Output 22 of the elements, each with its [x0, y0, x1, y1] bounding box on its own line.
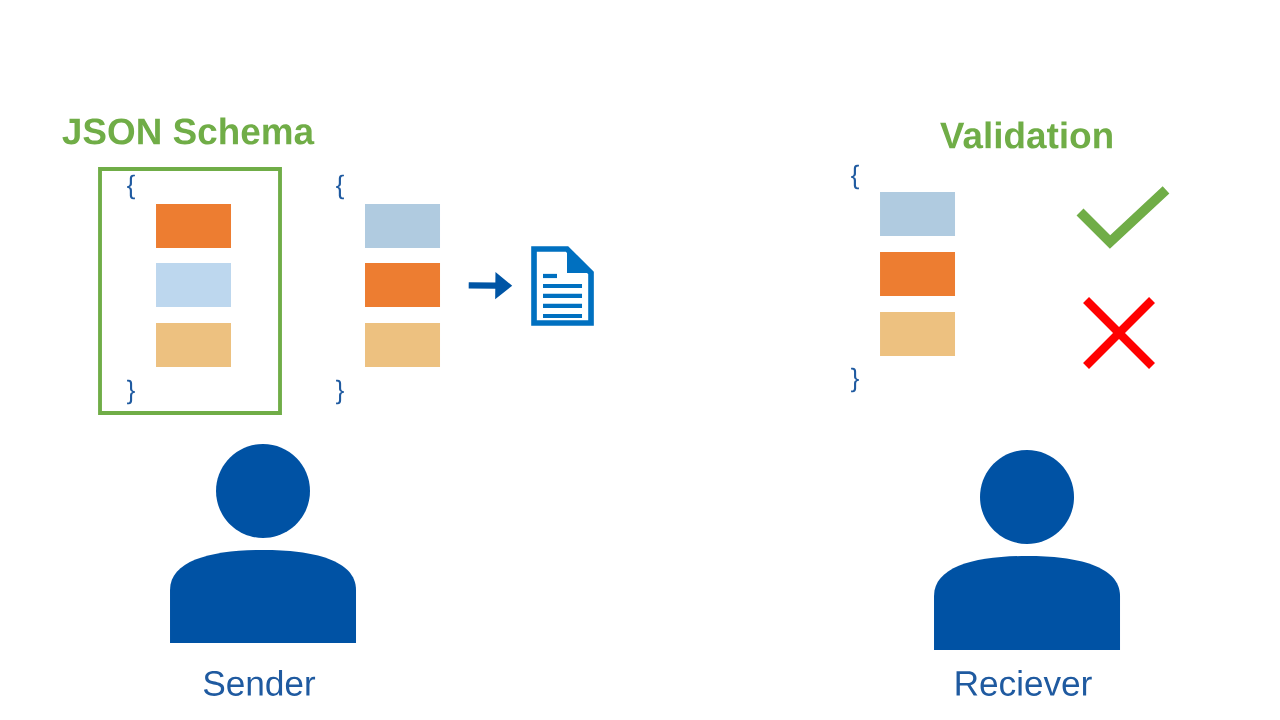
- node-label: JSON Schema: [62, 117, 315, 145]
- field-block: [880, 251, 955, 296]
- field-block: [880, 311, 955, 356]
- brace: {: [127, 174, 135, 200]
- brace: {: [336, 174, 344, 200]
- field-block: [880, 191, 955, 236]
- person-name: Reciever: [956, 670, 1092, 696]
- field-block: [156, 204, 231, 248]
- field-block: [156, 262, 231, 307]
- brace: {: [851, 164, 859, 190]
- document-icon: [531, 246, 594, 326]
- field-block: [365, 262, 440, 307]
- field-block: [365, 323, 440, 367]
- field-block: [156, 323, 231, 367]
- brace: }: [127, 379, 135, 405]
- person-icon: [934, 450, 1120, 650]
- heading: Validation: [940, 121, 1112, 149]
- brace: }: [336, 379, 344, 405]
- person-name: Sender: [203, 670, 316, 696]
- field-block: [365, 204, 440, 248]
- person-icon: [170, 444, 356, 643]
- brace: }: [851, 367, 859, 393]
